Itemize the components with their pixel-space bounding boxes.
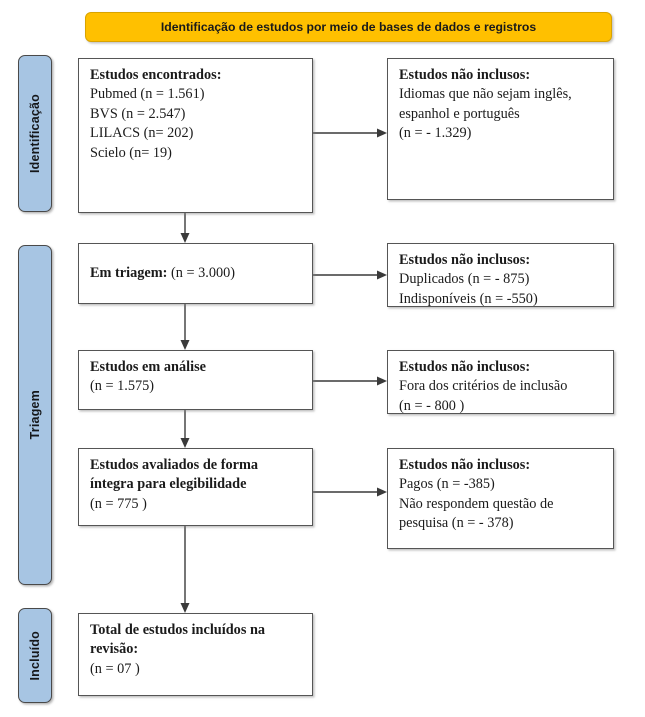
exclusion-duplicados: Duplicados (n = - 875) <box>399 271 530 288</box>
box-excluded-criterios: Estudos não inclusos: Fora dos critérios… <box>387 350 614 414</box>
identification-header-text: Identificação de estudos por meio de bas… <box>160 20 537 34</box>
arrow-analise-to-elegibilidade <box>180 410 190 448</box>
box-title: Estudos não inclusos: <box>399 252 531 268</box>
phase-label-incluido: Incluído <box>28 630 42 681</box>
box-excluded-duplicados: Estudos não inclusos: Duplicados (n = - … <box>387 243 614 307</box>
box-triagem-content: Em triagem: (n = 3.000) <box>90 264 235 283</box>
source-pubmed: Pubmed (n = 1.561) <box>90 86 205 103</box>
box-triagem-count: (n = 3.000) <box>171 265 236 282</box>
box-title: Estudos em análise <box>90 359 206 375</box>
box-title-line-2: íntegra para elegibilidade <box>90 476 247 493</box>
exclusion-reason: Fora dos critérios de inclusão <box>399 378 568 395</box>
arrow-encontrados-to-excluded-idiomas <box>313 128 387 138</box>
box-title-line-1: Estudos avaliados de forma <box>90 457 259 473</box>
box-estudos-encontrados: Estudos encontrados: Pubmed (n = 1.561) … <box>78 58 313 213</box>
exclusion-reason-line-1: Idiomas que não sejam inglês, <box>399 86 572 103</box>
box-excluded-pagos: Estudos não inclusos: Pagos (n = -385) N… <box>387 448 614 549</box>
phase-label-triagem: Triagem <box>28 390 42 440</box>
phase-bar-identificacao: Identificação <box>18 55 52 212</box>
source-bvs: BVS (n = 2.547) <box>90 105 186 122</box>
arrow-triagem-to-excluded-duplicados <box>313 270 387 280</box>
identification-header-banner: Identificação de estudos por meio de bas… <box>85 12 612 42</box>
phase-bar-incluido: Incluído <box>18 608 52 703</box>
exclusion-indisponiveis: Indisponíveis (n = -550) <box>399 290 538 307</box>
exclusion-pagos: Pagos (n = -385) <box>399 476 495 493</box>
source-scielo: Scielo (n= 19) <box>90 144 172 161</box>
box-elegibilidade-count: (n = 775 ) <box>90 495 147 512</box>
box-title-line-2: revisão: <box>90 641 139 658</box>
box-total-incluidos: Total de estudos incluídos na revisão: (… <box>78 613 313 696</box>
box-title: Estudos encontrados: <box>90 67 222 83</box>
box-title: Estudos não inclusos: <box>399 457 531 473</box>
source-lilacs: LILACS (n= 202) <box>90 125 194 142</box>
box-excluded-idiomas: Estudos não inclusos: Idiomas que não se… <box>387 58 614 200</box>
box-title: Estudos não inclusos: <box>399 67 531 83</box>
arrow-analise-to-excluded-criterios <box>313 376 387 386</box>
exclusion-count: (n = - 800 ) <box>399 397 465 414</box>
arrow-elegibilidade-to-incluidos <box>180 526 190 613</box>
phase-bar-triagem: Triagem <box>18 245 52 585</box>
arrow-triagem-to-analise <box>180 304 190 350</box>
exclusion-count: (n = - 1.329) <box>399 125 472 142</box>
exclusion-reason-line-2: espanhol e português <box>399 105 520 122</box>
exclusion-questao-line-1: Não respondem questão de <box>399 495 554 512</box>
box-estudos-em-analise: Estudos em análise (n = 1.575) <box>78 350 313 410</box>
box-analise-count: (n = 1.575) <box>90 378 155 395</box>
box-title: Estudos não inclusos: <box>399 359 531 375</box>
arrow-elegibilidade-to-excluded-pagos <box>313 487 387 497</box>
exclusion-questao-line-2: pesquisa (n = - 378) <box>399 515 514 532</box>
box-title: Em triagem: <box>90 265 168 282</box>
arrow-encontrados-to-triagem <box>180 213 190 243</box>
box-incluidos-count: (n = 07 ) <box>90 660 140 677</box>
phase-label-identificacao: Identificação <box>28 93 42 173</box>
box-em-triagem: Em triagem: (n = 3.000) <box>78 243 313 304</box>
box-estudos-elegibilidade: Estudos avaliados de forma íntegra para … <box>78 448 313 526</box>
box-title-line-1: Total de estudos incluídos na <box>90 622 266 638</box>
